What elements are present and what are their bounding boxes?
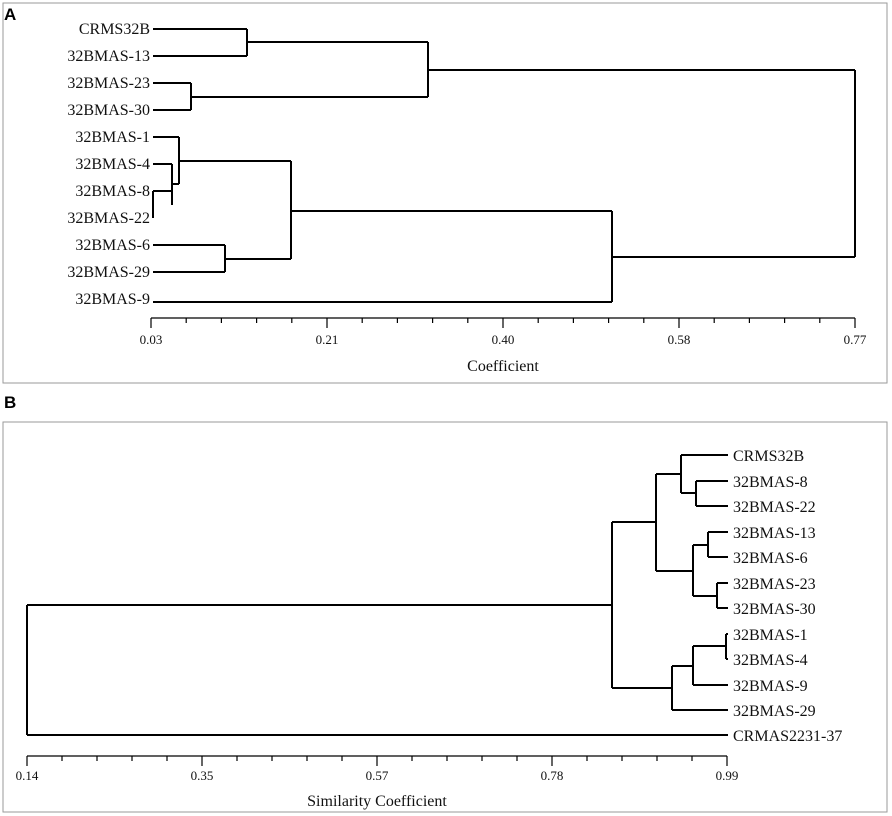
branch bbox=[153, 28, 247, 57]
branch bbox=[26, 604, 728, 736]
panel-a-label: A bbox=[4, 5, 16, 24]
branch bbox=[153, 82, 192, 111]
branch bbox=[707, 531, 728, 558]
tick-label: 0.58 bbox=[668, 332, 691, 347]
x-axis-title: Coefficient bbox=[467, 358, 539, 375]
tick-label: 0.77 bbox=[844, 332, 867, 347]
branch bbox=[611, 521, 672, 689]
tick-label: 0.57 bbox=[366, 768, 389, 783]
branch bbox=[725, 633, 728, 660]
leaf-label: 32BMAS-29 bbox=[733, 703, 816, 720]
panel-b-label: B bbox=[4, 393, 16, 412]
branch bbox=[153, 210, 613, 303]
leaf-label: 32BMAS-6 bbox=[733, 550, 808, 567]
branch bbox=[191, 41, 429, 98]
branch bbox=[680, 455, 696, 494]
leaf-label: 32BMAS-8 bbox=[733, 474, 808, 491]
leaf-label: 32BMAS-13 bbox=[733, 525, 816, 542]
leaf-label: 32BMAS-9 bbox=[733, 678, 808, 695]
leaf-label: 32BMAS-22 bbox=[733, 499, 816, 516]
panel-a-axis: 0.03 0.21 0.40 0.58 0.77 Coefficient bbox=[140, 317, 867, 375]
x-axis-ticks bbox=[26, 756, 728, 766]
branch bbox=[428, 69, 856, 258]
panel-b-axis: 0.14 0.35 0.57 0.78 0.99 Similarity Coef… bbox=[16, 755, 739, 810]
tick-label: 0.99 bbox=[716, 768, 739, 783]
panel-b-tree bbox=[26, 454, 728, 736]
leaf-label: 32BMAS-30 bbox=[67, 102, 150, 119]
leaf-label: 32BMAS-6 bbox=[75, 237, 150, 254]
branch bbox=[171, 137, 180, 205]
panel-a: A CRMS32B 32BMAS-13 32BMAS-23 32BMAS-30 … bbox=[2, 2, 888, 384]
tick-label: 0.21 bbox=[316, 332, 339, 347]
leaf-label: 32BMAS-9 bbox=[75, 291, 150, 308]
panel-b-leaf-labels: CRMS32B 32BMAS-8 32BMAS-22 32BMAS-13 32B… bbox=[733, 448, 842, 745]
leaf-label: 32BMAS-29 bbox=[67, 264, 150, 281]
branch bbox=[716, 582, 728, 609]
branch bbox=[152, 136, 179, 218]
leaf-label: CRMS32B bbox=[79, 21, 150, 38]
branch bbox=[153, 244, 226, 273]
x-axis-title: Similarity Coefficient bbox=[307, 793, 447, 810]
branch bbox=[681, 454, 728, 507]
branch bbox=[692, 544, 717, 597]
leaf-label: 32BMAS-23 bbox=[733, 576, 816, 593]
tick-label: 0.35 bbox=[191, 768, 214, 783]
branch bbox=[655, 473, 693, 572]
panel-a-frame bbox=[2, 2, 888, 384]
panel-a-leaf-labels: CRMS32B 32BMAS-13 32BMAS-23 32BMAS-30 32… bbox=[67, 21, 150, 308]
leaf-label: CRMS32B bbox=[733, 448, 804, 465]
tick-label: 0.78 bbox=[541, 768, 564, 783]
leaf-label: 32BMAS-22 bbox=[67, 210, 150, 227]
branch bbox=[671, 665, 728, 711]
tick-label: 0.03 bbox=[140, 332, 163, 347]
leaf-label: 32BMAS-23 bbox=[67, 75, 150, 92]
branch bbox=[692, 645, 728, 686]
leaf-label: 32BMAS-30 bbox=[733, 601, 816, 618]
leaf-label: 32BMAS-13 bbox=[67, 48, 150, 65]
tick-label: 0.14 bbox=[16, 768, 39, 783]
leaf-label: 32BMAS-4 bbox=[733, 652, 808, 669]
x-axis-ticks bbox=[150, 318, 856, 328]
panel-a-tree bbox=[152, 28, 856, 303]
tick-label: 0.40 bbox=[492, 332, 515, 347]
leaf-label: CRMAS2231-37 bbox=[733, 728, 842, 745]
leaf-label: 32BMAS-1 bbox=[733, 627, 808, 644]
panel-b-frame bbox=[2, 421, 888, 813]
panel-b: B CRMS32B 32BMAS-8 32BMAS-22 32BMAS-13 3… bbox=[2, 393, 888, 813]
leaf-label: 32BMAS-4 bbox=[75, 156, 150, 173]
leaf-label: 32BMAS-1 bbox=[75, 129, 150, 146]
leaf-label: 32BMAS-8 bbox=[75, 183, 150, 200]
